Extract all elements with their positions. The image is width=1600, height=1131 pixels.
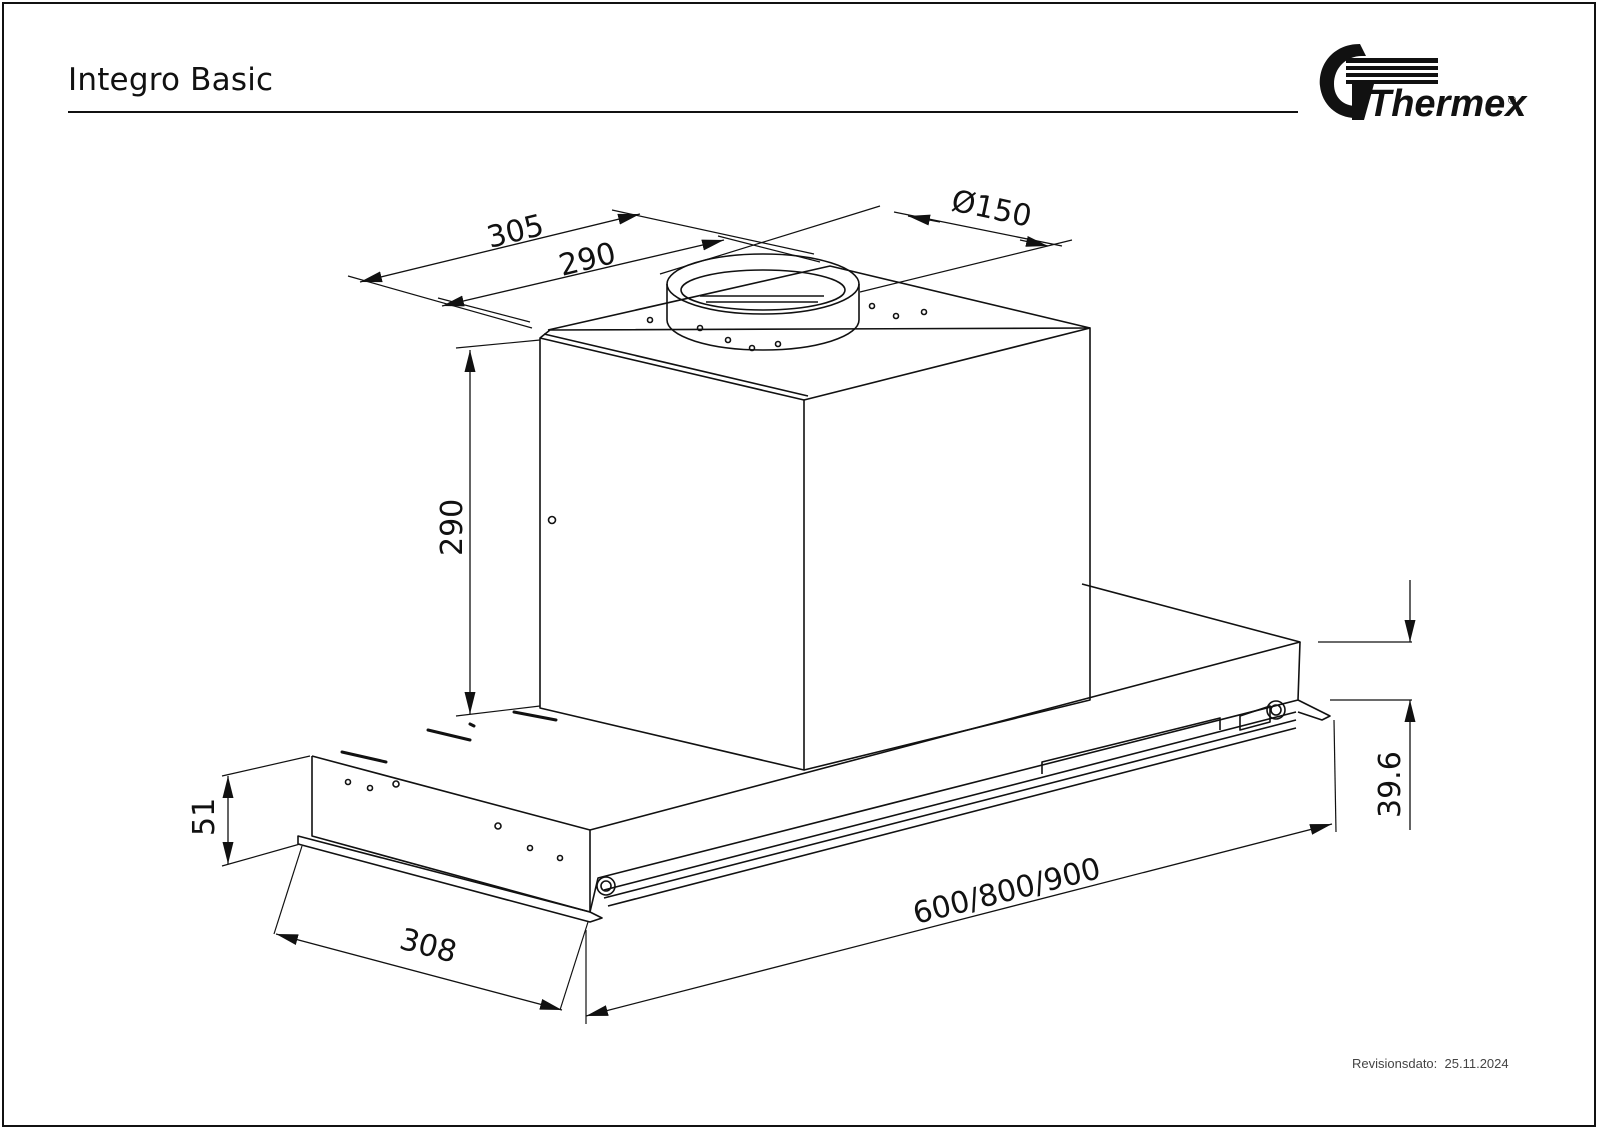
dim-label-39-6: 39.6 [1373, 751, 1408, 818]
front-hole [526, 844, 534, 852]
rail-upper [603, 711, 1297, 891]
box-screw [547, 515, 557, 525]
revision-date: 25.11.2024 [1444, 1056, 1509, 1071]
base-front-face [311, 756, 591, 913]
registered-mark: ® [1508, 95, 1516, 107]
dim-label-51: 51 [187, 798, 222, 836]
screw-hole [920, 308, 928, 316]
dim-label-width: 600/800/900 [909, 851, 1104, 931]
front-hole [556, 854, 564, 862]
screw-hole [892, 312, 900, 320]
screw-hole [696, 324, 704, 332]
box-top-rear [539, 327, 1091, 339]
hood-outline [297, 253, 1331, 923]
duct-inner-rim [680, 269, 846, 311]
duct-body [666, 284, 860, 351]
box-top-front-lip [543, 333, 809, 397]
base-lip [297, 835, 603, 923]
front-hole [344, 778, 352, 786]
dim-label-290-depth: 290 [555, 236, 619, 284]
roller-rear [1266, 700, 1286, 720]
dim-line-290-depth [441, 239, 725, 307]
title-underline [68, 111, 1298, 113]
filter-edge [1041, 717, 1221, 774]
duct-damper [700, 295, 824, 303]
screw-hole [868, 302, 876, 310]
front-hole [366, 784, 374, 792]
dim-arrow-150-a [907, 214, 941, 226]
front-hole [494, 822, 502, 830]
dim-line-308 [275, 933, 563, 1011]
screw-hole [646, 316, 654, 324]
roller-bracket [1239, 705, 1271, 731]
dim-label-308: 308 [396, 922, 460, 971]
rail-bottom [607, 727, 1297, 907]
revision-info: Revisionsdato: 25.11.2024 [1352, 1056, 1509, 1071]
base-long-face [589, 641, 1301, 913]
screw-hole [774, 340, 782, 348]
box-top-back [547, 265, 1091, 331]
thermex-logo: Thermex ® [1319, 44, 1528, 125]
screw-hole [724, 336, 732, 344]
box-front-face [539, 337, 805, 771]
roller-rear-hub [1270, 704, 1282, 716]
thermex-logo-text: Thermex [1368, 83, 1528, 125]
dim-line-width [585, 823, 1333, 1017]
screw-hole [748, 344, 756, 352]
roller-front [596, 876, 616, 896]
thermex-logo-mark-icon [1319, 44, 1438, 120]
base-top-edge [311, 583, 1301, 831]
base-lip-rear [1297, 699, 1331, 721]
dim-label-290-height: 290 [435, 499, 470, 556]
dim-label-diameter: Ø150 [948, 184, 1034, 235]
revision-label: Revisionsdato: [1352, 1056, 1438, 1071]
base-slots [340, 710, 558, 764]
page-title: Integro Basic [68, 62, 274, 98]
dim-label-305: 305 [483, 208, 547, 256]
dimension-lines [222, 211, 1416, 1017]
dim-arrow-150-b [1019, 236, 1049, 247]
front-hole [392, 780, 400, 788]
box-side-face [803, 327, 1091, 771]
